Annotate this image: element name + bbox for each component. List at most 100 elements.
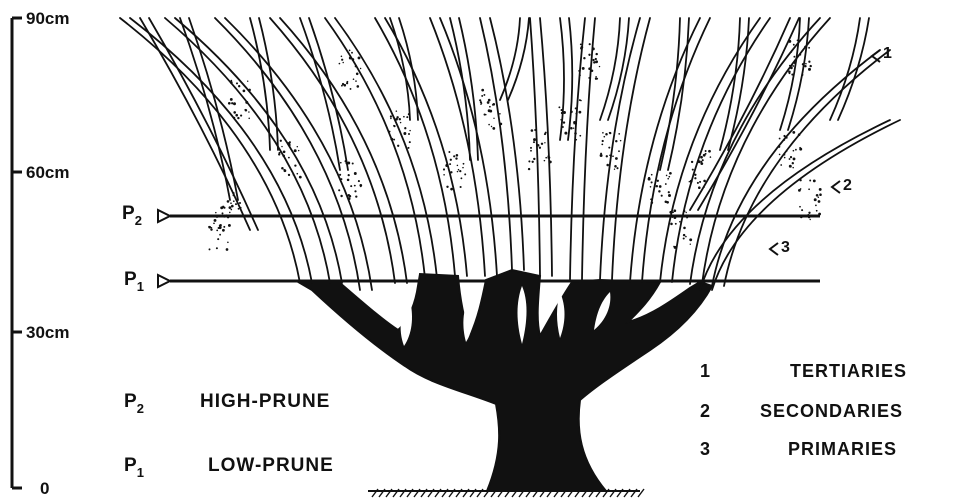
speckle-dot	[355, 195, 357, 197]
speckle-dot	[794, 62, 796, 64]
speckle-dot	[791, 51, 793, 53]
speckle-dot	[340, 162, 342, 164]
branch-stroke	[600, 18, 620, 120]
callout-arrow-1-icon	[872, 50, 880, 62]
speckle-dot	[406, 116, 408, 118]
speckle-dot	[288, 174, 290, 176]
branch-stroke	[540, 18, 552, 276]
speckle-dot	[235, 87, 236, 88]
speckle-dot	[288, 157, 290, 159]
speckle-dot	[589, 43, 591, 45]
speckle-dot	[231, 205, 234, 208]
speckle-dot	[227, 242, 229, 244]
speckle-dot	[491, 126, 492, 127]
branch-stroke	[838, 18, 869, 120]
cut-marker-p2-icon	[158, 210, 170, 222]
speckle-dot	[789, 65, 791, 67]
speckle-dot	[793, 150, 795, 152]
speckle-dot	[786, 150, 788, 152]
speckle-dot	[815, 205, 817, 207]
speckle-dot	[403, 132, 406, 135]
prune-key-high-text: HIGH-PRUNE	[200, 392, 330, 411]
speckle-dot	[483, 94, 485, 96]
speckle-dot	[408, 113, 410, 115]
speckle-dot	[278, 153, 280, 155]
callout-arrow-3-icon	[770, 243, 778, 255]
speckle-dot	[800, 54, 802, 56]
speckle-dot	[578, 70, 580, 72]
speckle-dot	[358, 180, 360, 182]
speckle-dot	[346, 82, 348, 84]
speckle-dot	[560, 119, 561, 120]
branch-stroke	[480, 18, 512, 270]
speckle-dot	[708, 150, 711, 153]
speckle-dot	[545, 157, 547, 159]
speckle-dot	[672, 211, 674, 213]
speckle-dot	[588, 54, 590, 56]
speckle-dot	[453, 155, 455, 157]
speckle-dot	[667, 178, 669, 180]
speckle-dot	[679, 221, 681, 223]
speckle-dot	[338, 189, 340, 191]
callout-number-1: 1	[883, 46, 892, 62]
speckle-dot	[564, 132, 567, 135]
speckle-dot	[697, 182, 699, 184]
speckle-dot	[233, 102, 236, 105]
branch-stroke	[149, 18, 258, 230]
speckle-dot	[689, 181, 690, 182]
speckle-dot	[659, 185, 662, 188]
speckle-dot	[813, 179, 816, 182]
speckle-dot	[463, 163, 465, 165]
speckle-dot	[348, 194, 351, 197]
speckle-dot	[783, 139, 785, 141]
speckle-dot	[650, 186, 652, 188]
speckle-dot	[487, 101, 490, 104]
speckle-dot	[537, 163, 539, 165]
branch-stroke	[309, 18, 348, 170]
speckle-dot	[341, 59, 343, 61]
speckle-dot	[341, 56, 343, 58]
speckle-dot	[579, 99, 581, 101]
speckle-dot	[665, 183, 667, 185]
prune-key-high: P2	[124, 392, 144, 411]
speckle-dot	[446, 186, 448, 188]
speckle-dot	[219, 225, 221, 227]
speckle-dot	[229, 212, 231, 214]
speckle-dot	[563, 121, 565, 123]
speckle-dot	[789, 72, 791, 74]
branch-stroke	[642, 18, 710, 282]
speckle-dot	[531, 129, 534, 132]
speckle-dot	[606, 155, 608, 157]
speckle-dot	[792, 162, 794, 164]
speckle-dot	[816, 210, 818, 212]
speckle-dot	[669, 211, 672, 214]
speckle-dot	[798, 133, 801, 136]
speckle-dot	[395, 118, 398, 121]
speckle-dot	[783, 135, 785, 137]
speckle-dot	[357, 85, 360, 88]
speckle-dot	[530, 147, 532, 149]
speckle-dot	[298, 150, 299, 151]
speckle-dot	[595, 53, 597, 55]
speckle-dot	[804, 65, 806, 67]
speckle-dot	[293, 174, 295, 176]
speckle-dot	[228, 193, 229, 194]
speckle-dot	[484, 114, 486, 116]
speckle-dot	[247, 80, 248, 81]
speckle-dot	[407, 147, 409, 149]
branch-stroke	[300, 18, 340, 170]
speckle-dot	[615, 157, 618, 160]
speckle-dot	[673, 246, 674, 247]
speckle-dot	[547, 155, 548, 156]
speckle-dot	[799, 206, 801, 208]
speckle-dot	[575, 113, 577, 115]
speckle-dot	[609, 154, 611, 156]
speckle-dot	[574, 132, 577, 135]
speckle-dot	[499, 113, 501, 115]
speckle-dot	[558, 106, 560, 108]
speckle-dot	[234, 117, 236, 119]
speckle-dot	[342, 62, 344, 64]
speckle-dot	[582, 67, 585, 70]
speckle-dot	[528, 160, 530, 162]
speckle-dot	[233, 200, 235, 202]
